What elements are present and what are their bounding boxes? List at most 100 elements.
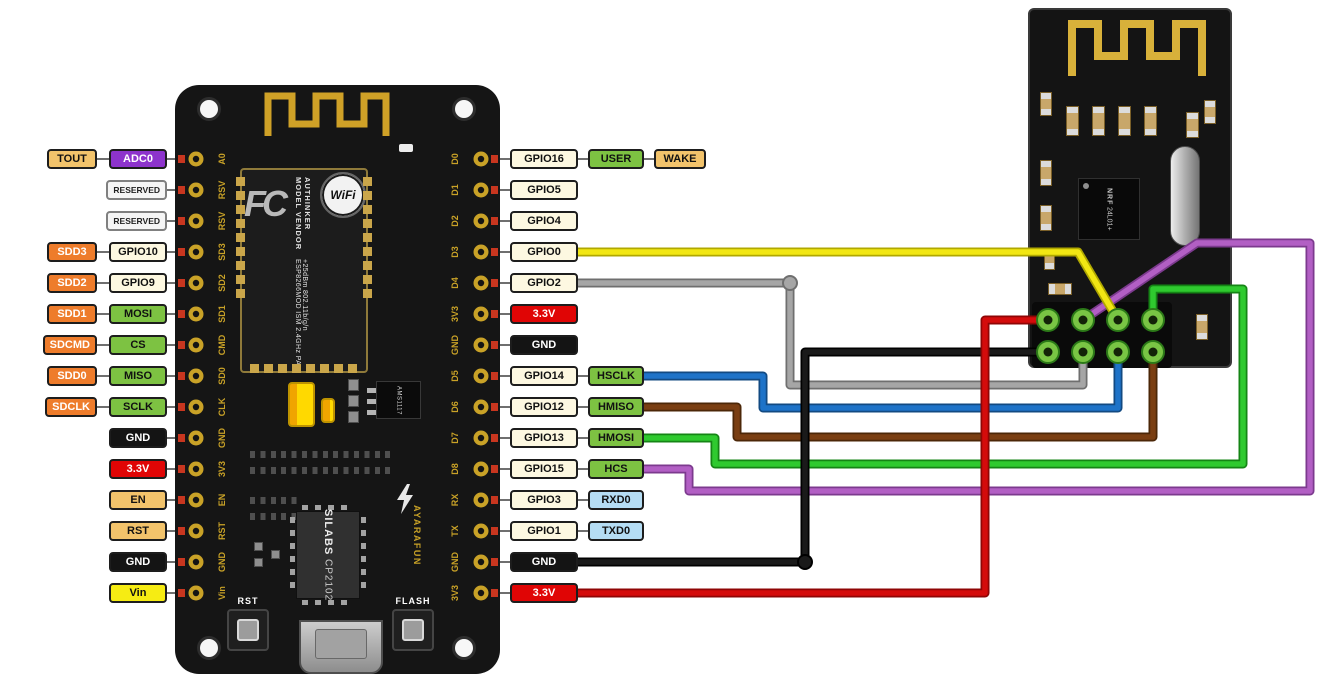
- smd-component: [348, 379, 359, 391]
- chip-leg: [367, 410, 376, 415]
- board-pin-name: GND: [450, 335, 460, 355]
- lead-line: [500, 468, 510, 470]
- chip-pins: [290, 517, 295, 593]
- board-pin-name: TX: [450, 525, 460, 537]
- nodemcu-left-pin-row: RESERVED: [106, 180, 175, 200]
- smd-component: [1144, 106, 1157, 136]
- lightning-icon: [397, 484, 413, 514]
- pcb-antenna-icon: [264, 92, 390, 136]
- pin-label-gpio15: GPIO15: [510, 459, 578, 479]
- crystal-oscillator: [1170, 146, 1200, 246]
- pin-label-gpio14: GPIO14: [510, 366, 578, 386]
- pin-label-gnd: GND: [109, 552, 167, 572]
- pin-label-gnd: GND: [510, 552, 578, 572]
- lead-line: [167, 561, 175, 563]
- nodemcu-left-pin-row: Vin: [109, 583, 175, 603]
- nodemcu-left-pin-row: RESERVED: [106, 211, 175, 231]
- lead-line: [167, 375, 175, 377]
- board-pin-name: D3: [450, 246, 460, 258]
- lead-line: [578, 437, 588, 439]
- nodemcu-left-pin-row: RST: [109, 521, 175, 541]
- lead-line: [167, 530, 175, 532]
- nodemcu-right-pin-row: GPIO5: [500, 180, 578, 200]
- chip-model: CP2102: [322, 558, 334, 601]
- nrf24l01-chip: NRF 24L01+: [1078, 178, 1140, 240]
- board-pin-name: D8: [450, 463, 460, 475]
- board-pin-name: D4: [450, 277, 460, 289]
- pin-label-rst: RST: [109, 521, 167, 541]
- lead-line: [500, 251, 510, 253]
- pin-label-user: USER: [588, 149, 644, 169]
- board-pin-name: SD0: [217, 367, 227, 385]
- smd-component: [1040, 205, 1052, 231]
- lead-line: [97, 344, 109, 346]
- pin-label-gpio2: GPIO2: [510, 273, 578, 293]
- capacitor: [288, 382, 315, 427]
- lead-line: [578, 530, 588, 532]
- pin-label-wake: WAKE: [654, 149, 706, 169]
- pin-label-hsclk: HSCLK: [588, 366, 644, 386]
- smd-component: [1204, 100, 1216, 124]
- nodemcu-right-pin-row: 3.3V: [500, 583, 578, 603]
- pin-label-gpio10: GPIO10: [109, 242, 167, 262]
- chip-name: NRF: [1105, 187, 1113, 205]
- nodemcu-left-pin-row: EN: [109, 490, 175, 510]
- silk-line: ESP8266MOD ISM 2.4GHz PA +25dBm 802.11b/…: [294, 258, 308, 365]
- usb-uart-chip: SILABS CP2102: [296, 509, 360, 601]
- chip-leg: [367, 388, 376, 393]
- board-pin-name: 3V3: [217, 461, 227, 478]
- board-pin-name: D2: [450, 215, 460, 227]
- wire-black-junction: [797, 554, 813, 570]
- pin-label-sdclk: SDCLK: [45, 397, 97, 417]
- pcb-antenna-icon: [1068, 20, 1206, 76]
- nodemcu-left-pin-row: GND: [109, 552, 175, 572]
- board-pin-name: CLK: [217, 397, 227, 417]
- board-pin-name: D0: [450, 153, 460, 165]
- nodemcu-left-pin-row: GND: [109, 428, 175, 448]
- smd-component: [1044, 248, 1055, 270]
- wire-red: [575, 317, 1051, 596]
- header-holes-row: [250, 451, 394, 458]
- lead-line: [644, 158, 654, 160]
- nodemcu-right-pin-row: 3.3V: [500, 304, 578, 324]
- lead-line: [167, 592, 175, 594]
- reset-button-label: RST: [237, 596, 259, 606]
- board-pin-name: CMD: [217, 334, 227, 356]
- pin-label-sdd3: SDD3: [47, 242, 97, 262]
- pin-label-miso: MISO: [109, 366, 167, 386]
- lead-line: [167, 437, 175, 439]
- board-pin-name: RX: [450, 493, 460, 507]
- pin-label-hmosi: HMOSI: [588, 428, 644, 448]
- pin-label-sdd2: SDD2: [47, 273, 97, 293]
- lead-line: [500, 561, 510, 563]
- lead-line: [500, 282, 510, 284]
- lead-line: [500, 437, 510, 439]
- lead-line: [167, 220, 175, 222]
- smd-component: [271, 550, 280, 559]
- lead-line: [500, 189, 510, 191]
- lead-line: [97, 158, 109, 160]
- pin-label-tout: TOUT: [47, 149, 97, 169]
- pin-label-rxd0: RXD0: [588, 490, 644, 510]
- silk-line: MODEL VENDOR AUTHINKER: [294, 177, 312, 251]
- usb-connector-port: [315, 629, 367, 659]
- pin-label-txd0: TXD0: [588, 521, 644, 541]
- pin-label-gpio9: GPIO9: [109, 273, 167, 293]
- board-pin-name: GND: [217, 428, 227, 448]
- chip-pins: [302, 505, 354, 510]
- pin-label-33v: 3.3V: [510, 583, 578, 603]
- pin-label-hmiso: HMISO: [588, 397, 644, 417]
- wire-black: [575, 349, 1051, 565]
- wire-black-outline: [573, 347, 1053, 567]
- nrf-header-block: [1032, 302, 1172, 368]
- pin-label-gpio5: GPIO5: [510, 180, 578, 200]
- wire-red-outline: [573, 315, 1053, 598]
- voltage-regulator-chip: AMS1117: [376, 381, 421, 419]
- esp8266-silkscreen-text: MODEL VENDOR AUTHINKER ESP8266MOD ISM 2.…: [294, 177, 312, 367]
- pin-label-gpio0: GPIO0: [510, 242, 578, 262]
- pin-label-gpio4: GPIO4: [510, 211, 578, 231]
